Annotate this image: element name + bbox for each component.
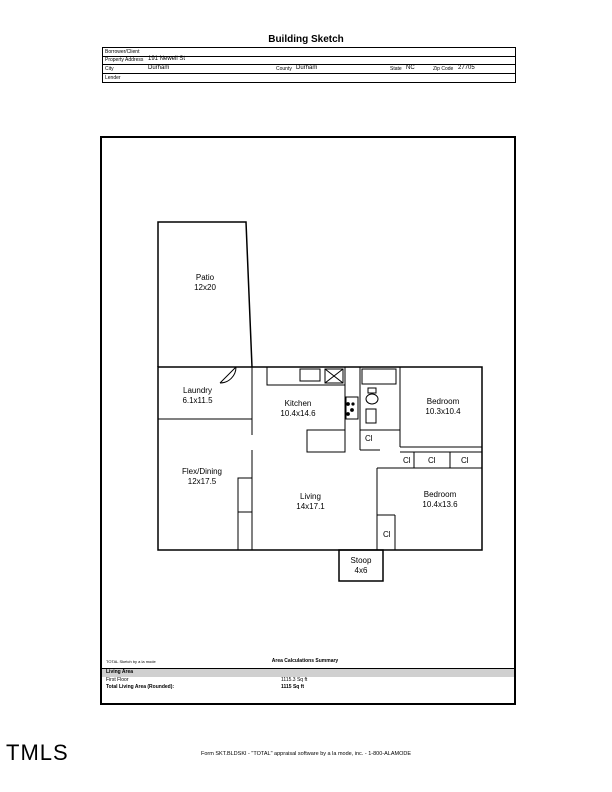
toilet-icon (365, 393, 379, 405)
stoop-name: Stoop (350, 556, 372, 565)
flex-name: Flex/Dining (181, 467, 222, 476)
living-name: Living (300, 492, 321, 501)
flex-label: Flex/Dining 12x17.5 (172, 467, 232, 487)
bedroom1-dims: 10.3x10.4 (425, 407, 461, 416)
state-value: NC (406, 65, 415, 71)
kitchen-dims: 10.4x14.6 (280, 409, 316, 418)
house-outline (157, 366, 483, 551)
state-label: State (390, 66, 402, 72)
borrower-label: Borrower/Client (105, 49, 140, 55)
bedroom1-label: Bedroom 10.3x10.4 (413, 397, 473, 417)
range-icon (324, 368, 344, 384)
tmls-logo: TMLS (6, 740, 69, 765)
laundry-label: Laundry 6.1x11.5 (170, 386, 225, 406)
kitchen-label: Kitchen 10.4x14.6 (268, 399, 328, 419)
patio-label: Patio 12x20 (180, 273, 230, 293)
sink-icon (299, 368, 321, 382)
county-label: County (276, 66, 292, 72)
lender-row: Lender (103, 74, 515, 82)
total-label: Total Living Area (Rounded): (106, 684, 175, 690)
patio-dims: 12x20 (194, 283, 216, 292)
living-area-label: Living Area (106, 669, 134, 675)
patio-name: Patio (195, 273, 215, 282)
stoop-dims: 4x6 (354, 566, 368, 575)
closet-label: Cl (365, 434, 373, 443)
vanity-icon (365, 408, 377, 424)
city-value: Durham (148, 65, 170, 71)
laundry-dims: 6.1x11.5 (182, 396, 213, 405)
sketch-note: TOTAL Sketch by a la mode (106, 659, 156, 664)
closet-label: Cl (383, 530, 391, 539)
city-row: City Durham County Durham State NC Zip C… (103, 65, 515, 74)
flex-dims: 12x17.5 (187, 477, 217, 486)
stoop-outline (338, 549, 384, 582)
stoop-label: Stoop 4x6 (341, 556, 381, 576)
bedroom1-name: Bedroom (426, 397, 460, 406)
footer-text: Form SKT.BLDSKI - "TOTAL" appraisal soft… (200, 751, 412, 757)
property-row: Property Address 191 Newell St (103, 56, 515, 65)
first-floor-label: First Floor (106, 677, 129, 683)
page-title: Building Sketch (268, 34, 344, 45)
closet-label: Cl (403, 456, 411, 465)
tub-icon (361, 368, 397, 385)
laundry-door (219, 366, 237, 384)
bedroom2-label: Bedroom 10.4x13.6 (410, 490, 470, 510)
zip-value: 27705 (458, 65, 475, 71)
laundry-name: Laundry (183, 386, 212, 395)
closet-label: Cl (461, 456, 469, 465)
patio-outline (157, 221, 253, 368)
summary-bar (102, 668, 514, 677)
summary-title: Area Calculations Summary (271, 658, 339, 664)
total-value: 1115 Sq ft (281, 684, 305, 690)
kitchen-name: Kitchen (284, 399, 312, 408)
first-floor-value: 1115.3 Sq ft (281, 677, 308, 683)
bedroom2-dims: 10.4x13.6 (422, 500, 458, 509)
header-table: Borrower/Client Property Address 191 New… (102, 47, 516, 83)
fridge-icon (345, 396, 359, 420)
toilet-tank-icon (367, 387, 377, 394)
property-label: Property Address (105, 57, 144, 63)
lender-label: Lender (105, 75, 121, 81)
living-dims: 14x17.1 (296, 502, 325, 511)
bedroom2-name: Bedroom (423, 490, 457, 499)
sketch-frame (100, 136, 516, 705)
city-label: City (105, 66, 114, 72)
living-label: Living 14x17.1 (283, 492, 338, 512)
property-value: 191 Newell St (148, 56, 186, 62)
county-value: Durham (296, 65, 318, 71)
closet-label: Cl (428, 456, 436, 465)
kitchen-counter (266, 367, 346, 453)
borrower-row: Borrower/Client (103, 48, 515, 57)
fireplace-icon (237, 477, 253, 513)
zip-label: Zip Code (433, 66, 454, 72)
